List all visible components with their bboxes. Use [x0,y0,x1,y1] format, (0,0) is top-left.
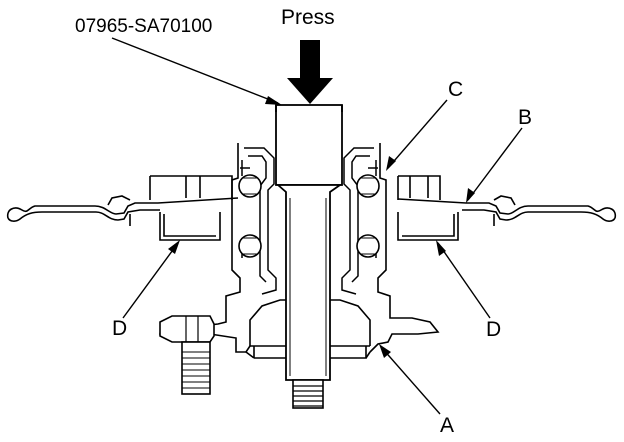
callout-d-right-label: D [486,318,501,341]
b-leader-line [467,127,523,201]
bearing-races [240,147,378,295]
leader-arrowheads [168,96,475,358]
d-left-leader-line [122,242,179,319]
ball-lower-left [238,234,262,258]
wheel-bolt [159,315,215,395]
bearing-balls [238,174,380,258]
a-leader-line [381,347,441,415]
c-leader-line [387,99,448,169]
spindle-thread [292,379,324,409]
press-tool-head [275,104,343,186]
d-right-leader-line [437,242,491,319]
press-arrow [287,40,333,104]
press-label: Press [281,6,335,29]
press-tool-shaft [275,104,343,381]
callout-d-left-label: D [112,317,127,340]
ball-cages [242,177,376,255]
callout-b-label: B [518,106,532,129]
tool-part-number-label: 07965-SA70100 [75,16,212,37]
wheel-bolt-shank [181,341,211,395]
tool-leader-line [111,37,279,104]
ball-lower-right [356,234,380,258]
callout-a-label: A [440,414,454,437]
hub-spindle [275,184,343,381]
leader-lines [111,37,523,415]
ball-upper-right [356,174,380,198]
dust-shield [6,195,617,226]
ball-upper-left [238,174,262,198]
callout-c-label: C [448,78,463,101]
